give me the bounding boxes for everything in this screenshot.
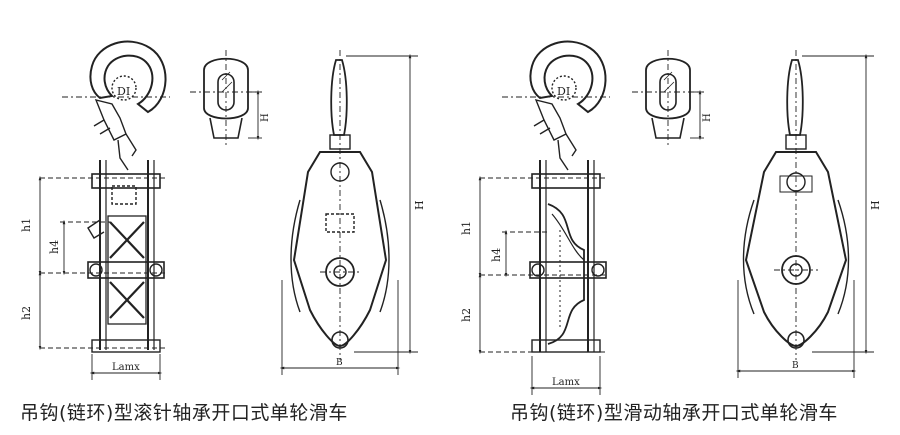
right-link-eye-view: [632, 50, 704, 145]
left-label-h: H: [413, 200, 426, 210]
left-caption: 吊钩(链环)型滚针轴承开口式单轮滑车: [20, 402, 348, 424]
right-front-dims: [735, 53, 874, 378]
left-label-h-small: H: [260, 113, 271, 122]
right-label-h1: h1: [460, 221, 473, 235]
left-label-h4: h4: [48, 240, 61, 254]
right-label-di: DI: [557, 85, 570, 98]
right-label-h2: h2: [460, 308, 473, 322]
right-label-b: B: [792, 361, 799, 371]
right-figure: [478, 40, 874, 395]
left-labels: DI h1 h2 h4 Lamx B H H: [20, 85, 426, 373]
left-hook-side-view: [89, 40, 167, 171]
right-label-h4: h4: [490, 248, 503, 262]
left-front-view: [290, 50, 390, 360]
left-label-di: DI: [117, 85, 130, 98]
left-dimension-lines: [38, 175, 168, 380]
right-dimension-lines: [478, 175, 606, 395]
right-front-view: [742, 50, 850, 360]
left-label-lamx: Lamx: [112, 362, 140, 373]
right-label-h-small: H: [702, 113, 713, 122]
right-label-h: H: [869, 200, 882, 210]
left-label-h1: h1: [20, 218, 33, 232]
right-label-lamx: Lamx: [552, 377, 580, 388]
left-side-body: [87, 160, 165, 353]
right-caption: 吊钩(链环)型滑动轴承开口式单轮滑车: [510, 402, 838, 424]
left-front-dims: [279, 53, 418, 375]
right-hook-side-view: [529, 40, 607, 171]
right-labels: DI h1 h2 h4 Lamx B H H: [460, 85, 882, 388]
right-side-body: [529, 160, 607, 353]
left-figure: [38, 40, 418, 380]
left-label-h2: h2: [20, 306, 33, 320]
left-label-b: B: [336, 358, 343, 368]
left-link-eye-view: [190, 50, 262, 145]
